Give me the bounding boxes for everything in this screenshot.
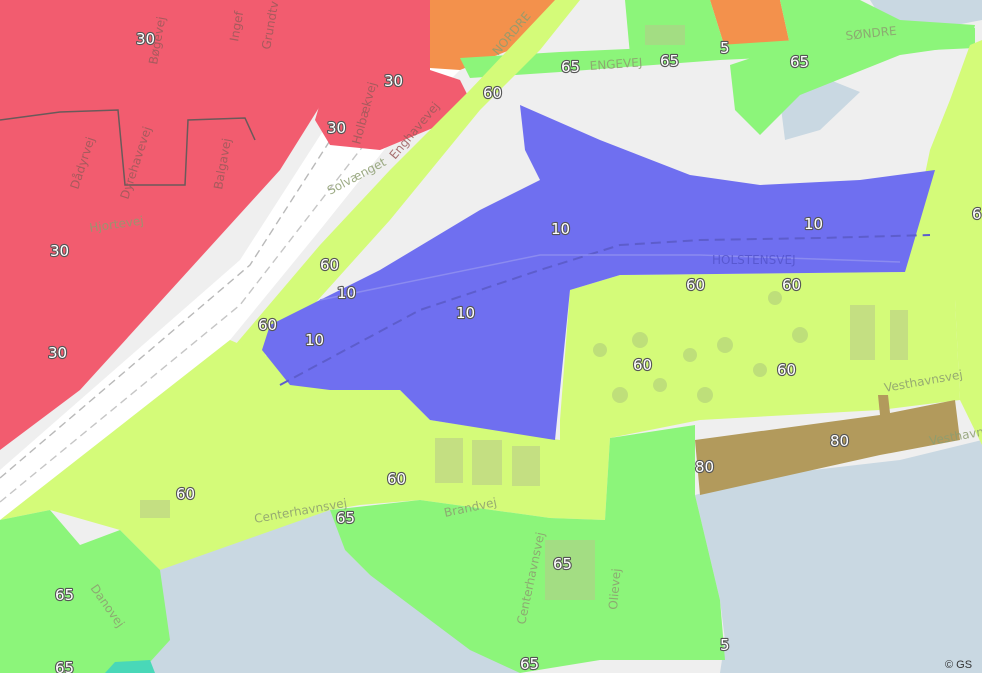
map-attribution: © GS — [945, 659, 972, 671]
zone-label: 60 — [258, 316, 277, 334]
commercial-zone[interactable] — [710, 0, 790, 48]
zone-label: 60 — [782, 276, 801, 294]
zone-label: 65 — [561, 58, 580, 76]
commercial-zone[interactable] — [430, 0, 560, 70]
street-label: SØNDRE — [845, 24, 897, 43]
green-zone[interactable] — [0, 510, 170, 673]
trees — [593, 291, 808, 403]
zone-border — [0, 109, 256, 186]
zone-label: 5 — [720, 39, 730, 57]
zone-label: 60 — [686, 276, 705, 294]
mixed-zone-strip[interactable] — [235, 0, 580, 355]
zone-label: 65 — [55, 586, 74, 604]
zone-label: 65 — [660, 52, 679, 70]
green-zone[interactable] — [330, 425, 725, 673]
zone-label: 30 — [48, 344, 67, 362]
mixed-zone[interactable] — [905, 40, 982, 445]
railway-line — [0, 49, 441, 503]
green-road-strip[interactable] — [460, 28, 975, 78]
zone-label: 10 — [551, 220, 570, 238]
residential-zone[interactable] — [315, 0, 470, 150]
zone-label: 10 — [804, 215, 823, 233]
zone-label: 10 — [305, 331, 324, 349]
zone-label: 80 — [695, 458, 714, 476]
zone-labels: 30 30 30 30 30 60 60 60 60 60 60 60 60 6… — [47, 29, 982, 673]
zone-label: 65 — [520, 655, 539, 673]
zone-label: 60 — [777, 361, 796, 379]
zone-label: 30 — [136, 30, 155, 48]
harbor-industry-zone[interactable] — [695, 395, 960, 495]
zone-label: 60 — [320, 256, 339, 274]
zone-label: 60 — [387, 470, 406, 488]
industrial-zone[interactable] — [262, 105, 935, 440]
zone-label: 65 — [336, 509, 355, 527]
street-label: Olievej — [606, 568, 624, 610]
water-area — [150, 505, 520, 673]
zone-label: 65 — [790, 53, 809, 71]
zone-label: 5 — [720, 636, 730, 654]
railway-line — [279, 234, 931, 386]
water-area — [695, 440, 982, 673]
zone-label: 10 — [456, 304, 475, 322]
teal-zone[interactable] — [105, 660, 155, 673]
zone-label: 65 — [55, 659, 74, 673]
zone-label: 30 — [327, 119, 346, 137]
road-line — [319, 254, 901, 301]
zone-label: 65 — [553, 555, 572, 573]
zone-label: 30 — [384, 72, 403, 90]
building-footprints — [140, 25, 908, 600]
zone-label: 60 — [176, 485, 195, 503]
zone-label: 10 — [337, 284, 356, 302]
zone-label: 6 — [972, 205, 982, 223]
street-label: Ingef — [227, 9, 246, 42]
zone-label: 80 — [830, 432, 849, 450]
residential-zone[interactable] — [0, 0, 410, 450]
zone-label: 60 — [483, 84, 502, 102]
street-label: HOLSTENSVEJ — [712, 253, 796, 267]
zone-label: 30 — [50, 242, 69, 260]
street-label: ENGEVEJ — [589, 55, 643, 73]
zone-label: 60 — [633, 356, 652, 374]
